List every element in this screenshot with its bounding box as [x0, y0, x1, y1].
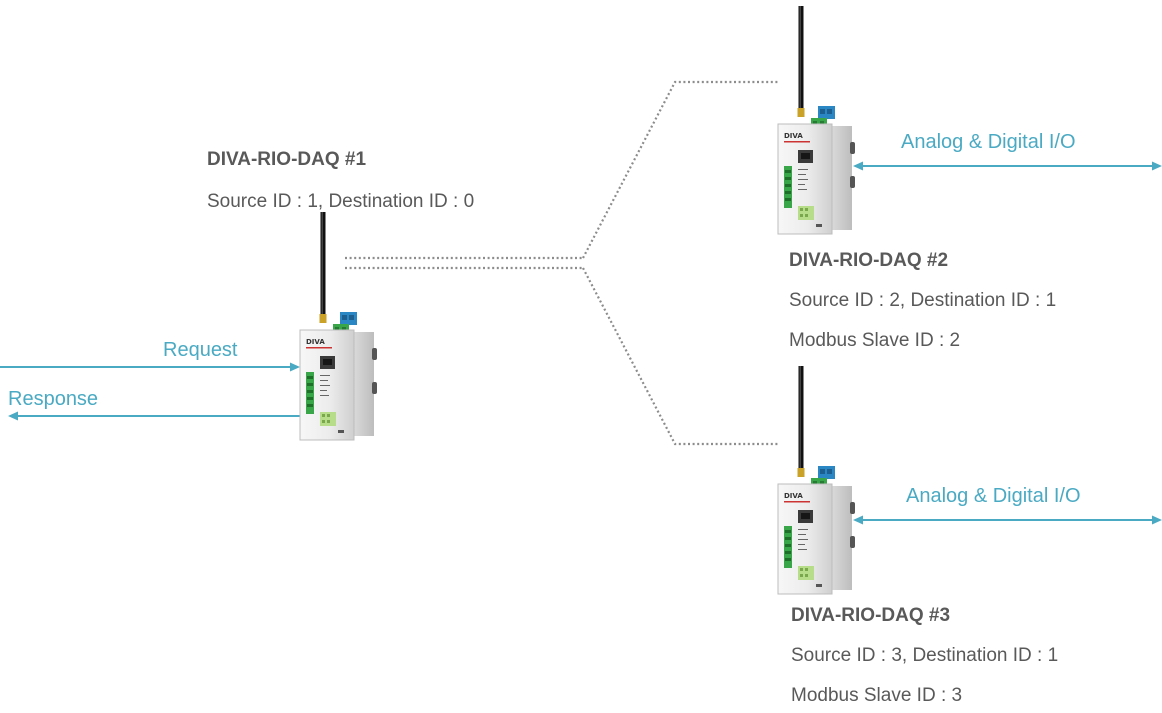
- master-io-arrows: [0, 362, 302, 421]
- device-2-io-label: Analog & Digital I/O: [901, 131, 1076, 153]
- device-2-io-arrow: [853, 161, 1162, 171]
- device-2-ids: Source ID : 2, Destination ID : 1: [789, 290, 1057, 311]
- device-3-io-arrow: [853, 515, 1162, 525]
- device-1-name: DIVA-RIO-DAQ #1: [207, 149, 367, 170]
- device-2-name: DIVA-RIO-DAQ #2: [789, 250, 949, 271]
- device-3-slave-id: Modbus Slave ID : 3: [791, 685, 963, 706]
- device-1-image: [299, 211, 378, 441]
- device-3-name: DIVA-RIO-DAQ #3: [791, 605, 951, 626]
- link-to-device-3: [582, 267, 780, 446]
- network-links: [345, 80, 780, 446]
- device-3-io-label: Analog & Digital I/O: [906, 485, 1081, 507]
- link-to-device-2: [582, 80, 780, 259]
- response-label: Response: [8, 388, 99, 410]
- device-3-image: [777, 365, 856, 595]
- request-label: Request: [163, 339, 238, 361]
- device-1-ids: Source ID : 1, Destination ID : 0: [207, 191, 475, 212]
- device-2-slave-id: Modbus Slave ID : 2: [789, 330, 961, 351]
- device-3-ids: Source ID : 3, Destination ID : 1: [791, 645, 1059, 666]
- device-2-image: [777, 5, 856, 235]
